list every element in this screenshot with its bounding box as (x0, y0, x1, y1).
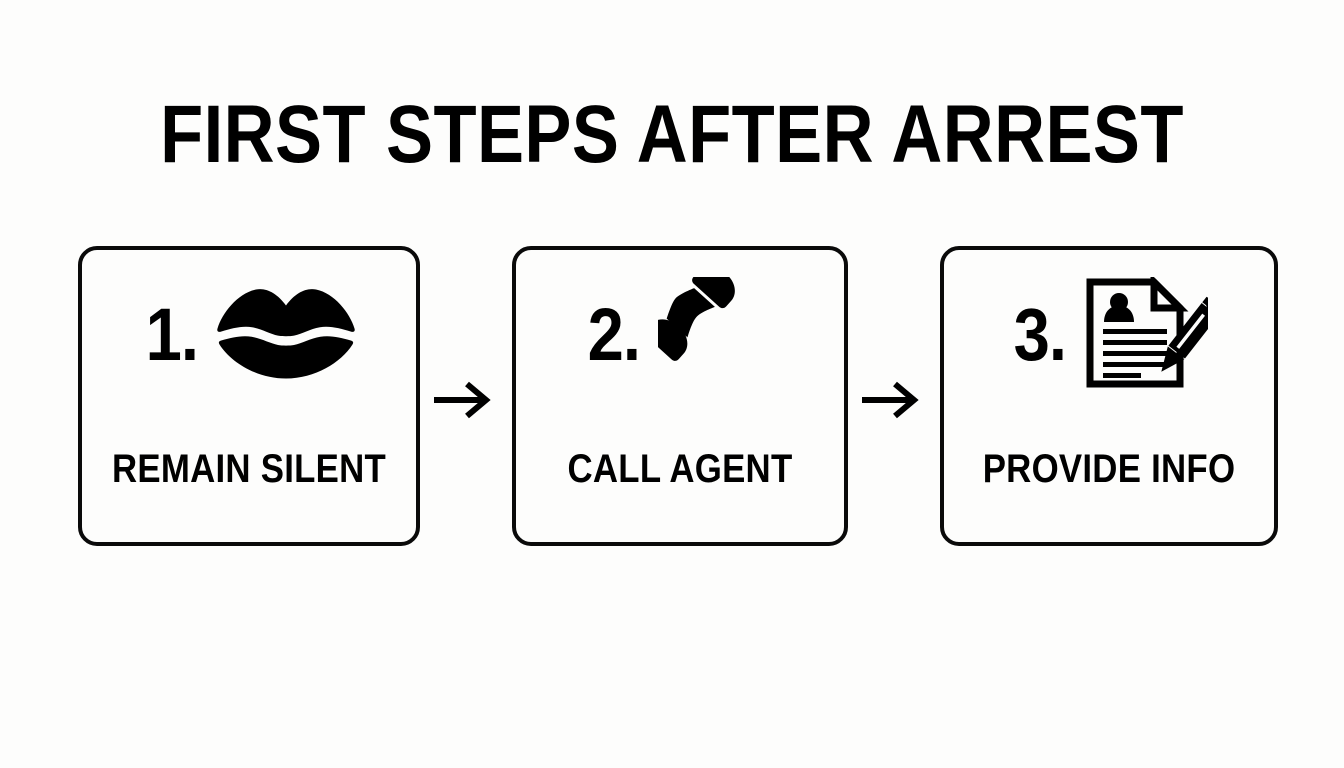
lips-icon (216, 287, 356, 384)
telephone-handset-icon (644, 266, 776, 394)
arrow-right-icon-1 (430, 378, 494, 422)
document-with-pen-icon (1084, 273, 1224, 394)
step-2-label: CALL AGENT (567, 447, 793, 491)
step-3-header: 3. (944, 273, 1274, 394)
page-title: FIRST STEPS AFTER ARREST (160, 89, 1184, 180)
steps-row: 1. REMAIN SILENT 2. (78, 246, 1278, 546)
step-2-number: 2. (587, 293, 641, 376)
step-1-number: 1. (145, 293, 199, 376)
step-1-header: 1. (82, 276, 416, 394)
arrow-right-icon-2 (858, 378, 922, 422)
step-2-header: 2. (516, 266, 844, 394)
arrow-right-glyph (862, 381, 919, 419)
step-3-number: 3. (1013, 293, 1067, 376)
arrow-right-glyph (434, 381, 491, 419)
step-card-1[interactable]: 1. REMAIN SILENT (78, 246, 420, 546)
step-card-3[interactable]: 3. (940, 246, 1278, 546)
step-card-2[interactable]: 2. CALL AGENT (512, 246, 848, 546)
step-1-label: REMAIN SILENT (111, 447, 387, 491)
step-3-label: PROVIDE INFO (982, 447, 1236, 491)
